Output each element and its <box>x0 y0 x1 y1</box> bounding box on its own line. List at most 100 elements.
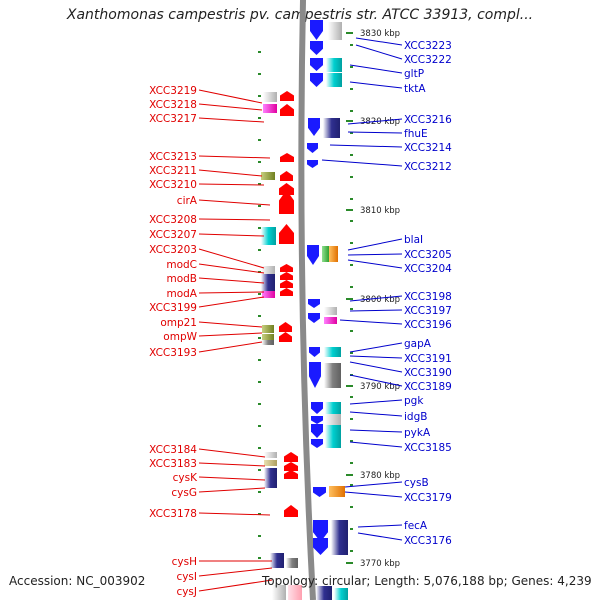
gene-box <box>286 558 298 568</box>
gene-box <box>324 363 341 388</box>
right-gene-label: XCC3222 <box>404 54 452 66</box>
gene-box <box>270 553 284 568</box>
right-gene-connector <box>347 259 403 269</box>
gene-arrow-forward <box>280 171 293 181</box>
gene-box <box>261 172 275 180</box>
right-gene-connector <box>349 441 403 448</box>
gene-arrow-forward <box>279 224 294 244</box>
genome-backbone <box>298 0 316 600</box>
right-gene-connector <box>349 64 403 74</box>
right-gene-connector <box>347 253 403 256</box>
gene-box <box>323 118 340 138</box>
right-gene-label: gltP <box>404 68 424 80</box>
left-gene-connector <box>198 103 263 111</box>
gene-arrow-forward <box>279 322 292 332</box>
right-gene-label: XCC3214 <box>404 142 452 154</box>
gene-arrow-forward <box>279 332 292 342</box>
right-gene-label: tktA <box>404 83 426 95</box>
right-gene-label: XCC3176 <box>404 535 452 547</box>
right-gene-label: XCC3204 <box>404 263 452 275</box>
right-gene-label: XCC3196 <box>404 319 452 331</box>
right-gene-connector <box>349 399 403 405</box>
gene-box <box>261 274 275 292</box>
right-gene-label: blaI <box>404 234 423 246</box>
gene-arrow-reverse <box>313 520 328 542</box>
accession-text: Accession: NC_003902 <box>9 574 146 588</box>
right-gene-connector <box>339 319 403 325</box>
gene-box <box>326 58 342 72</box>
gene-arrow-reverse <box>311 439 323 448</box>
right-gene-label: XCC3205 <box>404 249 452 261</box>
scale-tick-label: 3830 kbp <box>360 29 400 39</box>
right-gene-connector <box>329 144 403 148</box>
gene-box <box>329 246 338 262</box>
gene-box <box>316 586 332 600</box>
left-gene-label: cysK <box>173 472 198 484</box>
gene-box <box>262 334 274 342</box>
gene-box <box>328 22 342 40</box>
left-gene-connector <box>198 512 271 516</box>
right-gene-connector <box>355 37 403 46</box>
right-gene-label: XCC3197 <box>404 305 452 317</box>
gene-arrow-reverse <box>308 299 320 308</box>
left-gene-connector <box>198 277 265 284</box>
gene-box <box>264 452 277 458</box>
gene-box <box>331 520 348 555</box>
right-gene-features <box>307 20 348 600</box>
right-gene-label: XCC3179 <box>404 492 452 504</box>
right-gene-label: idgB <box>404 411 427 423</box>
right-gene-connector <box>349 342 403 353</box>
right-gene-connector <box>349 374 403 387</box>
gene-arrow-forward <box>280 288 293 296</box>
right-gene-connector <box>347 238 403 251</box>
gene-arrow-reverse <box>309 347 320 357</box>
left-gene-connector <box>198 579 273 592</box>
gene-box <box>329 486 345 497</box>
right-gene-label: XCC3191 <box>404 353 452 365</box>
left-gene-connector <box>198 218 271 221</box>
left-gene-connector <box>198 169 263 177</box>
right-gene-label: XCC3189 <box>404 381 452 393</box>
gene-box <box>325 414 341 426</box>
right-gene-connector <box>347 118 403 125</box>
gene-box <box>262 325 274 333</box>
left-gene-connector <box>198 341 263 353</box>
scale-tick-label: 3810 kbp <box>360 206 400 216</box>
left-gene-features <box>261 91 302 600</box>
left-gene-connector <box>198 117 265 123</box>
gene-box <box>325 438 341 448</box>
gene-box <box>263 104 277 113</box>
gene-arrow-reverse <box>313 487 326 497</box>
gene-arrow-reverse <box>310 41 323 55</box>
right-gene-label: XCC3216 <box>404 114 452 126</box>
gene-box <box>324 307 337 315</box>
left-gene-label: XCC3203 <box>149 244 197 256</box>
gene-arrow-reverse <box>309 362 321 388</box>
right-gene-connector <box>344 481 403 488</box>
gene-box <box>322 246 329 262</box>
gene-arrow-forward <box>280 280 293 288</box>
left-gene-connector <box>198 199 271 206</box>
right-gene-connector <box>347 131 403 134</box>
scale-tick-label: 3770 kbp <box>360 559 400 569</box>
gene-box <box>264 468 277 488</box>
right-gene-connector <box>349 295 403 302</box>
scale-tick-label: 3800 kbp <box>360 295 400 305</box>
scale-tick-label: 3790 kbp <box>360 382 400 392</box>
left-gene-label: XCC3207 <box>149 229 197 241</box>
gene-box <box>324 347 341 357</box>
left-gene-connector <box>198 263 265 274</box>
right-gene-labels: XCC3223XCC3222gltPtktAXCC3216fhuEXCC3214… <box>321 37 452 547</box>
left-gene-label: ompW <box>163 331 197 343</box>
gene-box <box>324 317 337 324</box>
left-gene-label: omp21 <box>160 317 197 329</box>
left-gene-label: XCC3208 <box>149 214 197 226</box>
left-gene-label: XCC3193 <box>149 347 197 359</box>
right-gene-label: pykA <box>404 427 431 439</box>
right-gene-label: cysB <box>404 477 429 489</box>
gene-arrow-reverse <box>307 160 318 168</box>
left-gene-connector <box>198 462 266 467</box>
left-gene-label: XCC3184 <box>149 444 197 456</box>
